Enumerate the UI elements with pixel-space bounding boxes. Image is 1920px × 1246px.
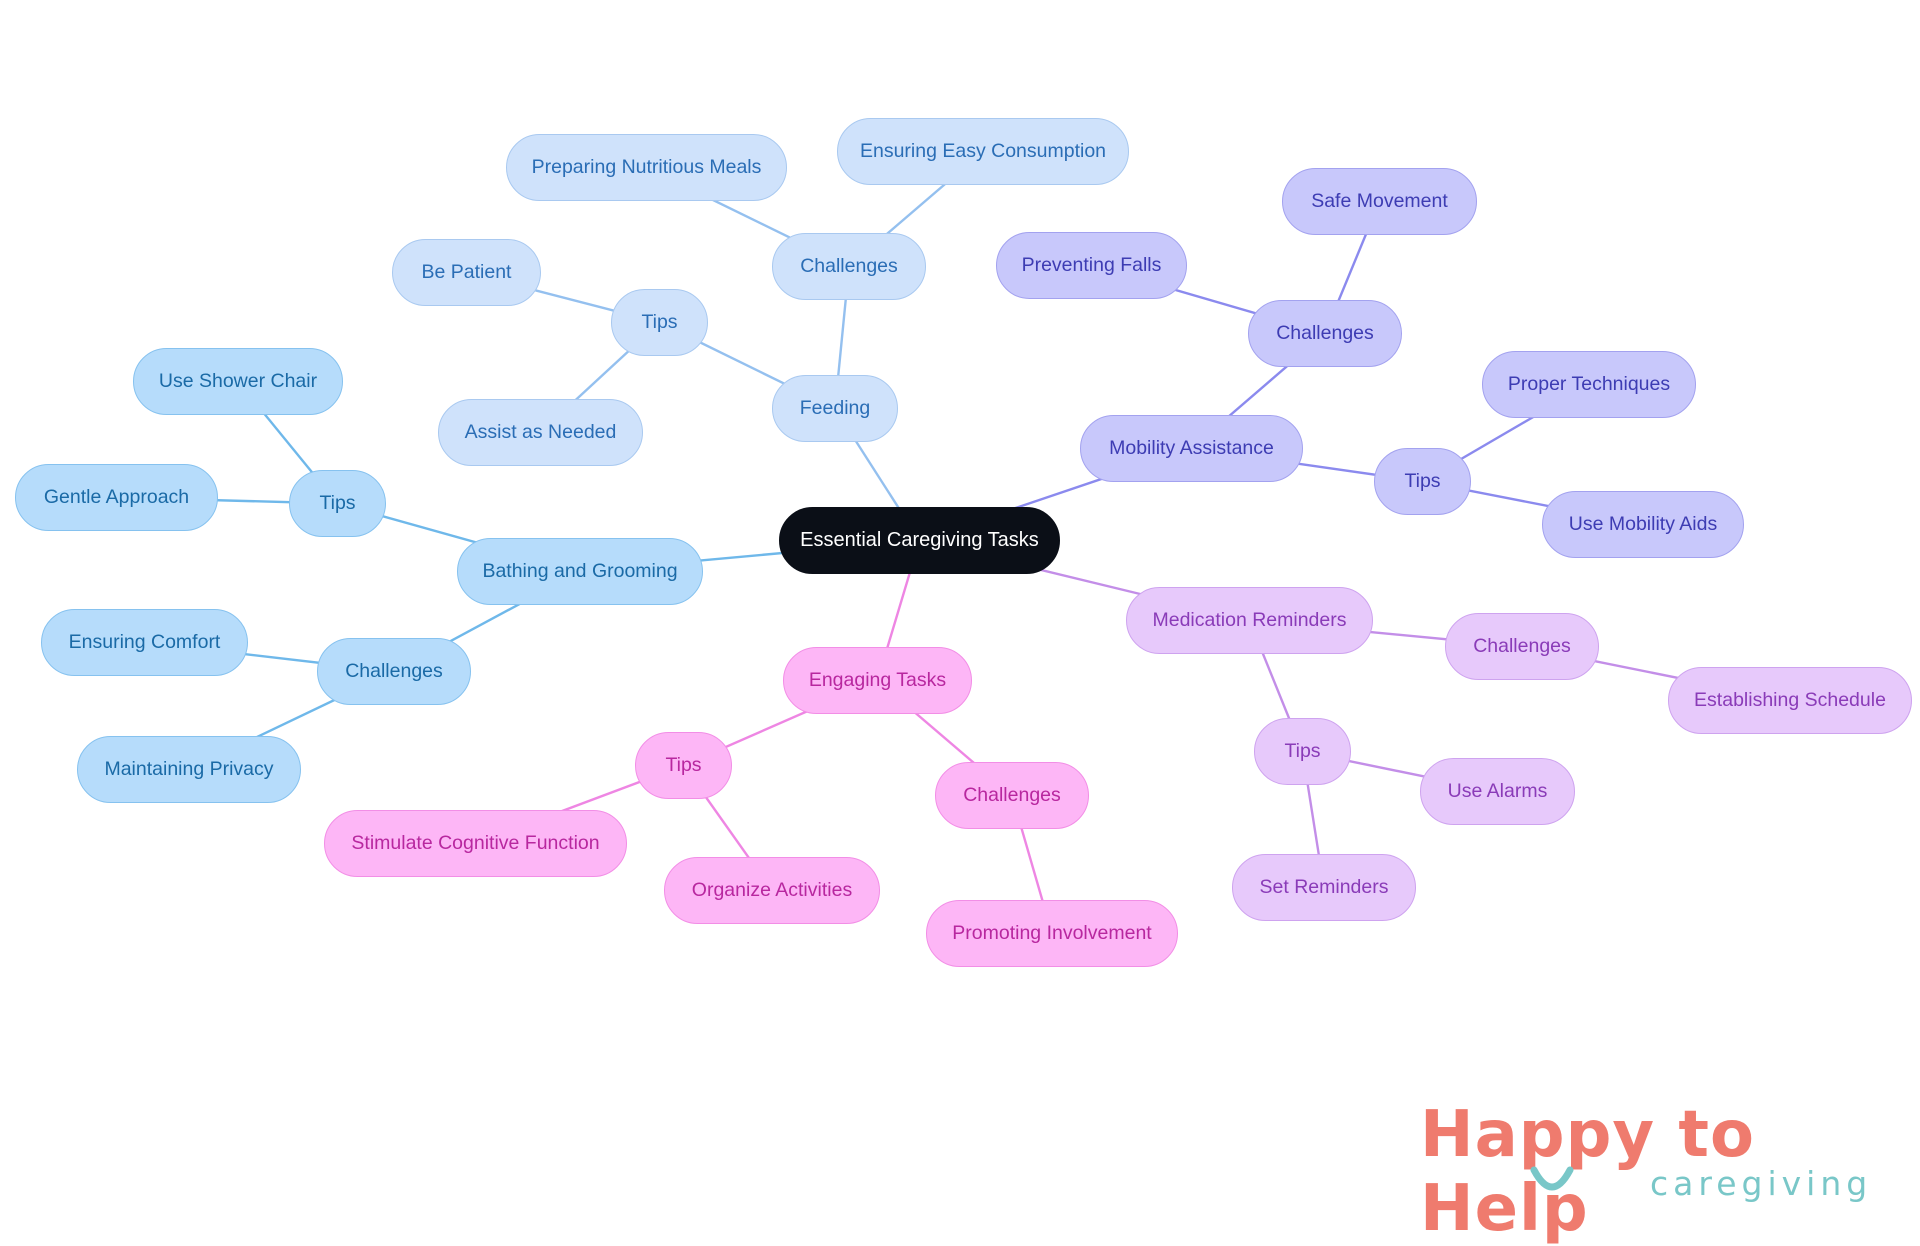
use-alarms-node[interactable]: Use Alarms [1420, 758, 1575, 825]
mobility-assistance-node[interactable]: Mobility Assistance [1080, 415, 1303, 482]
medication-reminders-node[interactable]: Medication Reminders [1126, 587, 1373, 654]
be-patient-node[interactable]: Be Patient [392, 239, 541, 306]
establishing-schedule-node[interactable]: Establishing Schedule [1668, 667, 1912, 734]
preventing-falls-node[interactable]: Preventing Falls [996, 232, 1187, 299]
bathing-challenges-node[interactable]: Challenges [317, 638, 471, 705]
gentle-approach-node[interactable]: Gentle Approach [15, 464, 218, 531]
medication-challenges-node[interactable]: Challenges [1445, 613, 1599, 680]
preparing-nutritious-meals-node[interactable]: Preparing Nutritious Meals [506, 134, 787, 201]
mobility-tips-node[interactable]: Tips [1374, 448, 1471, 515]
medication-tips-node[interactable]: Tips [1254, 718, 1351, 785]
organize-activities-node[interactable]: Organize Activities [664, 857, 880, 924]
engaging-tips-node[interactable]: Tips [635, 732, 732, 799]
engaging-challenges-node[interactable]: Challenges [935, 762, 1089, 829]
ensuring-easy-consumption-node[interactable]: Ensuring Easy Consumption [837, 118, 1129, 185]
happy-to-help-logo: Happy to Help caregiving [1420, 1098, 1890, 1246]
mobility-challenges-node[interactable]: Challenges [1248, 300, 1402, 367]
use-mobility-aids-node[interactable]: Use Mobility Aids [1542, 491, 1744, 558]
assist-as-needed-node[interactable]: Assist as Needed [438, 399, 643, 466]
stimulate-cognitive-function-node[interactable]: Stimulate Cognitive Function [324, 810, 627, 877]
feeding-node[interactable]: Feeding [772, 375, 898, 442]
logo-subtitle: caregiving [1650, 1164, 1873, 1203]
bathing-tips-node[interactable]: Tips [289, 470, 386, 537]
set-reminders-node[interactable]: Set Reminders [1232, 854, 1416, 921]
bathing-grooming-node[interactable]: Bathing and Grooming [457, 538, 703, 605]
proper-techniques-node[interactable]: Proper Techniques [1482, 351, 1696, 418]
ensuring-comfort-node[interactable]: Ensuring Comfort [41, 609, 248, 676]
smile-icon [1530, 1166, 1574, 1191]
use-shower-chair-node[interactable]: Use Shower Chair [133, 348, 343, 415]
engaging-tasks-node[interactable]: Engaging Tasks [783, 647, 972, 714]
root-node[interactable]: Essential Caregiving Tasks [779, 507, 1060, 574]
maintaining-privacy-node[interactable]: Maintaining Privacy [77, 736, 301, 803]
safe-movement-node[interactable]: Safe Movement [1282, 168, 1477, 235]
feeding-challenges-node[interactable]: Challenges [772, 233, 926, 300]
promoting-involvement-node[interactable]: Promoting Involvement [926, 900, 1178, 967]
feeding-tips-node[interactable]: Tips [611, 289, 708, 356]
